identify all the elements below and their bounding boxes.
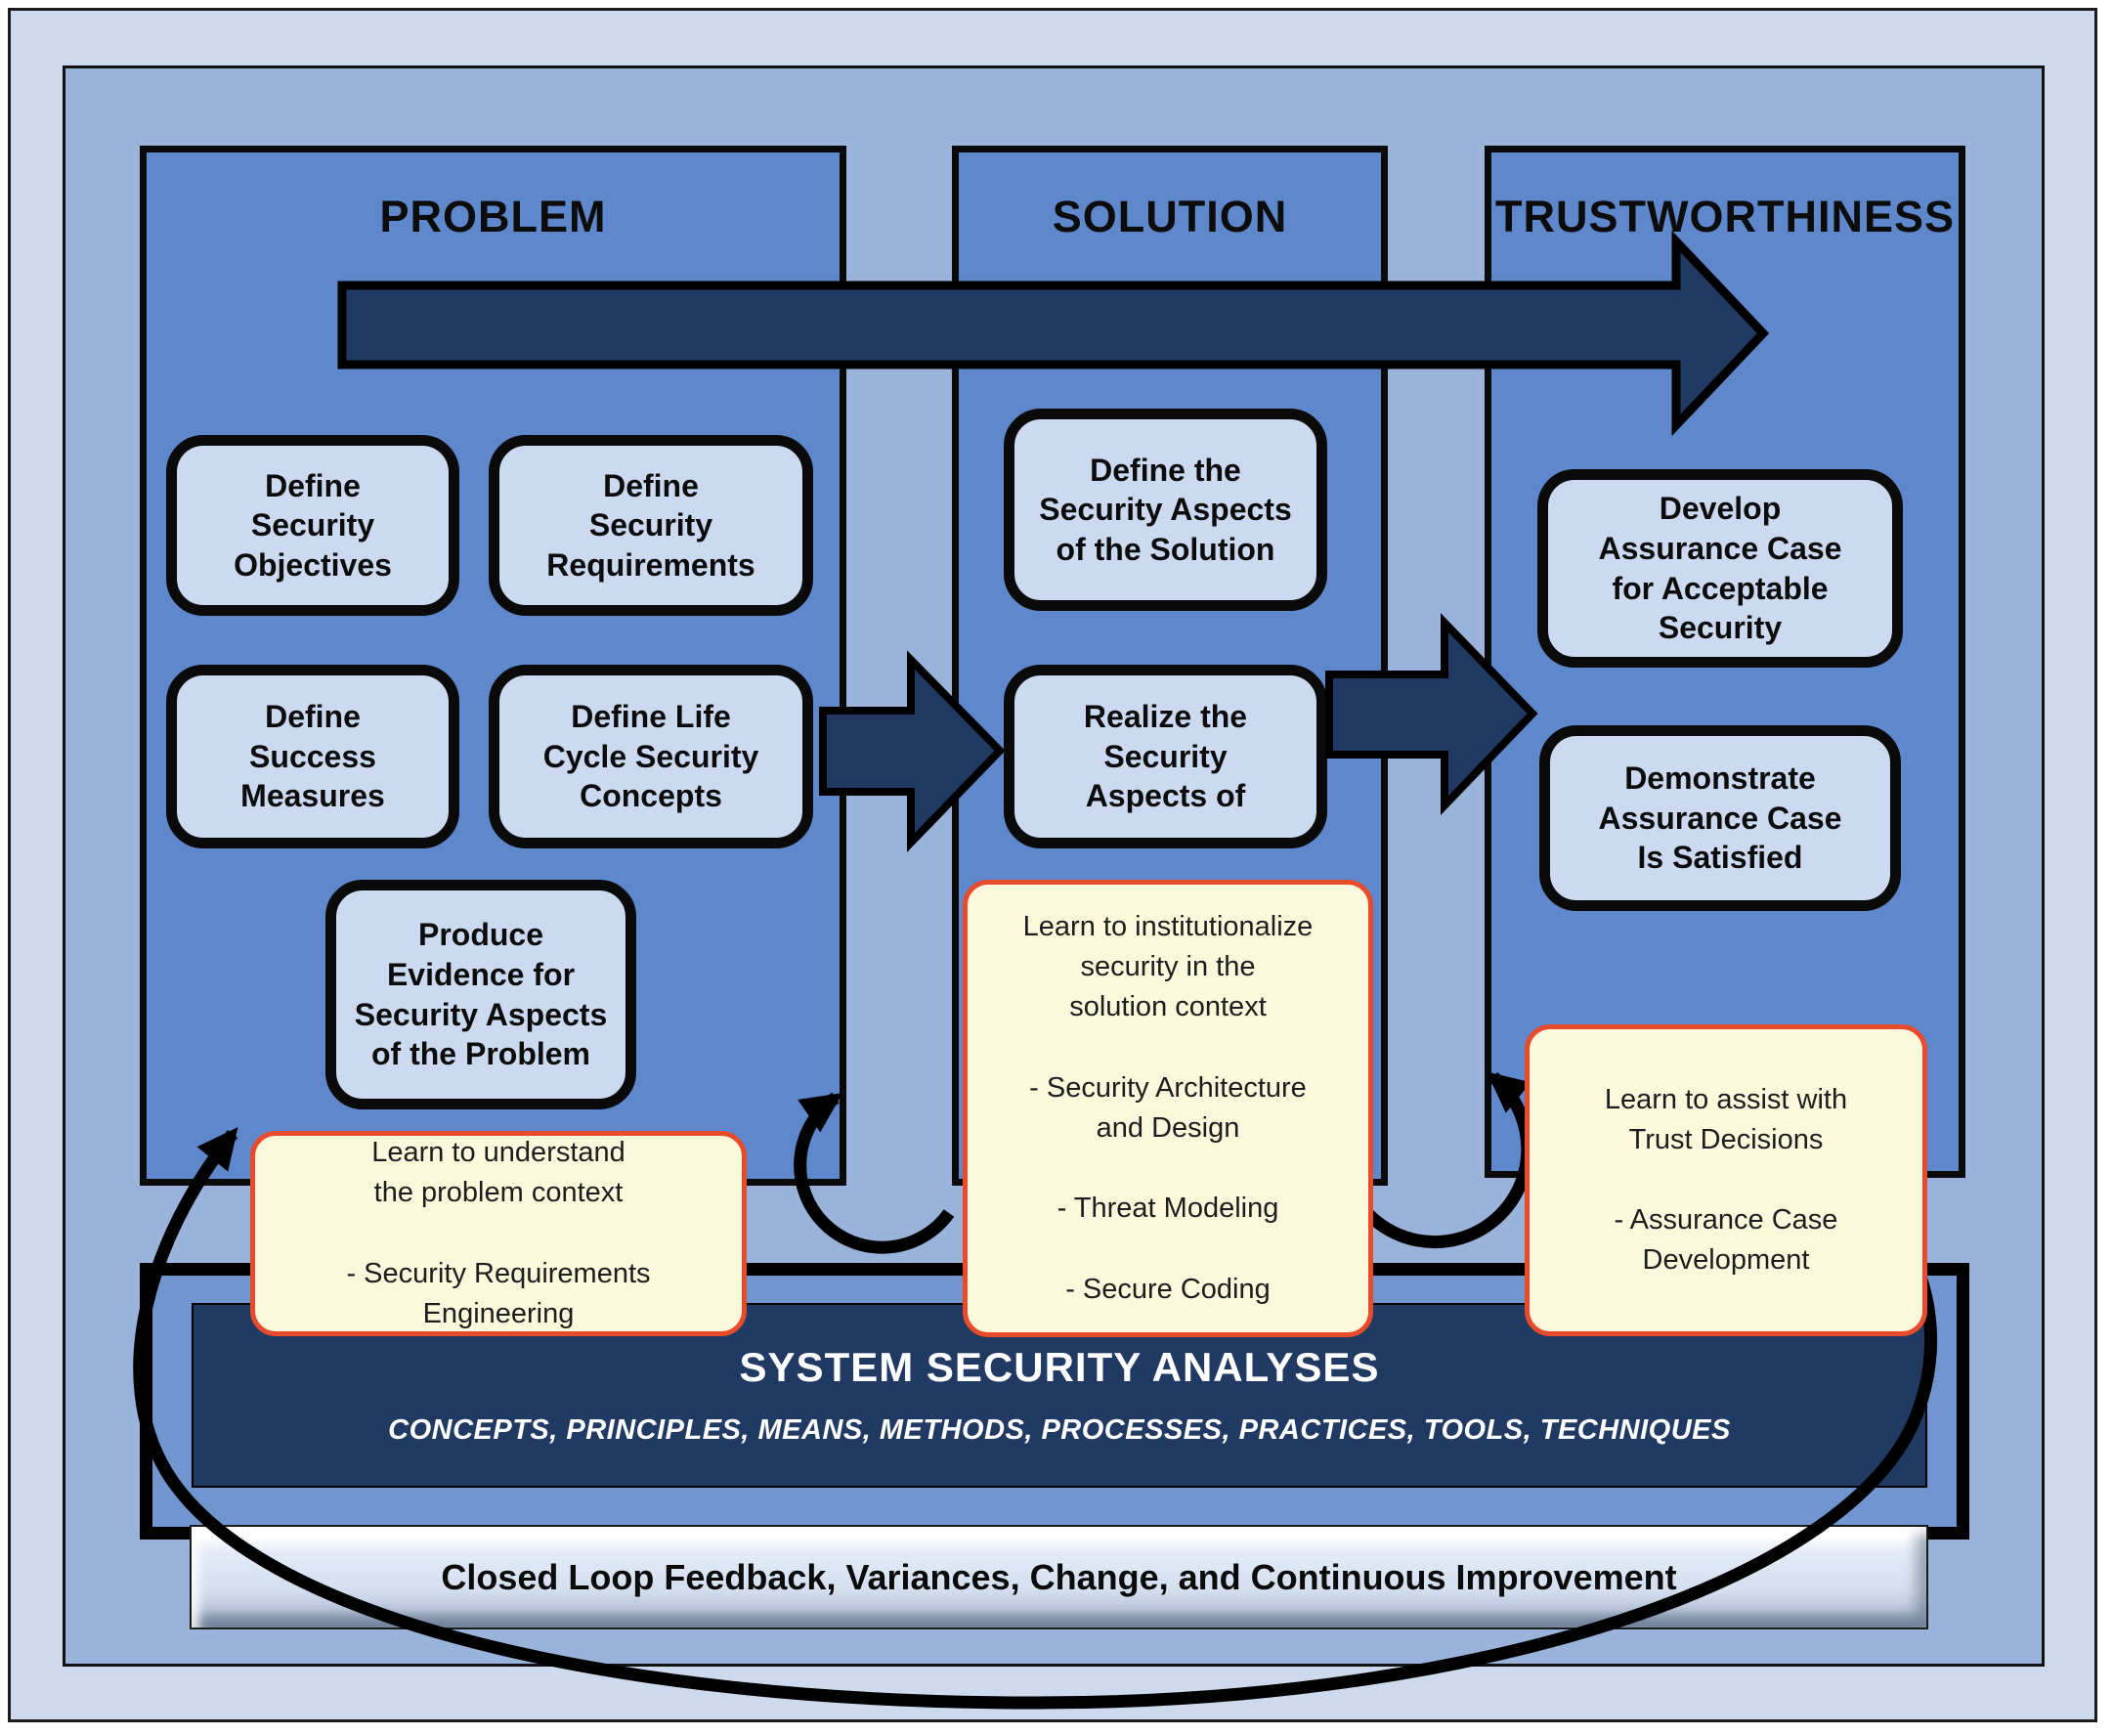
learn-box-institutionalize-security: Learn to institutionalize security in th… xyxy=(963,880,1373,1337)
box-define-security-aspects-solution: Define the Security Aspects of the Solut… xyxy=(1004,409,1327,611)
box-define-security-objectives: Define Security Objectives xyxy=(166,435,459,616)
box-realize-security-aspects: Realize the Security Aspects of xyxy=(1004,665,1327,848)
box-develop-assurance-case: Develop Assurance Case for Acceptable Se… xyxy=(1537,469,1903,668)
box-define-success-measures: Define Success Measures xyxy=(166,665,459,848)
box-define-life-cycle-security-concepts: Define Life Cycle Security Concepts xyxy=(489,665,813,848)
box-produce-evidence: Produce Evidence for Security Aspects of… xyxy=(325,880,636,1109)
learn-box-trust-decisions: Learn to assist with Trust Decisions - A… xyxy=(1525,1024,1927,1336)
learn-box-problem-context: Learn to understand the problem context … xyxy=(250,1131,747,1336)
box-define-security-requirements: Define Security Requirements xyxy=(489,435,813,616)
box-demonstrate-assurance-case: Demonstrate Assurance Case Is Satisfied xyxy=(1539,725,1901,911)
